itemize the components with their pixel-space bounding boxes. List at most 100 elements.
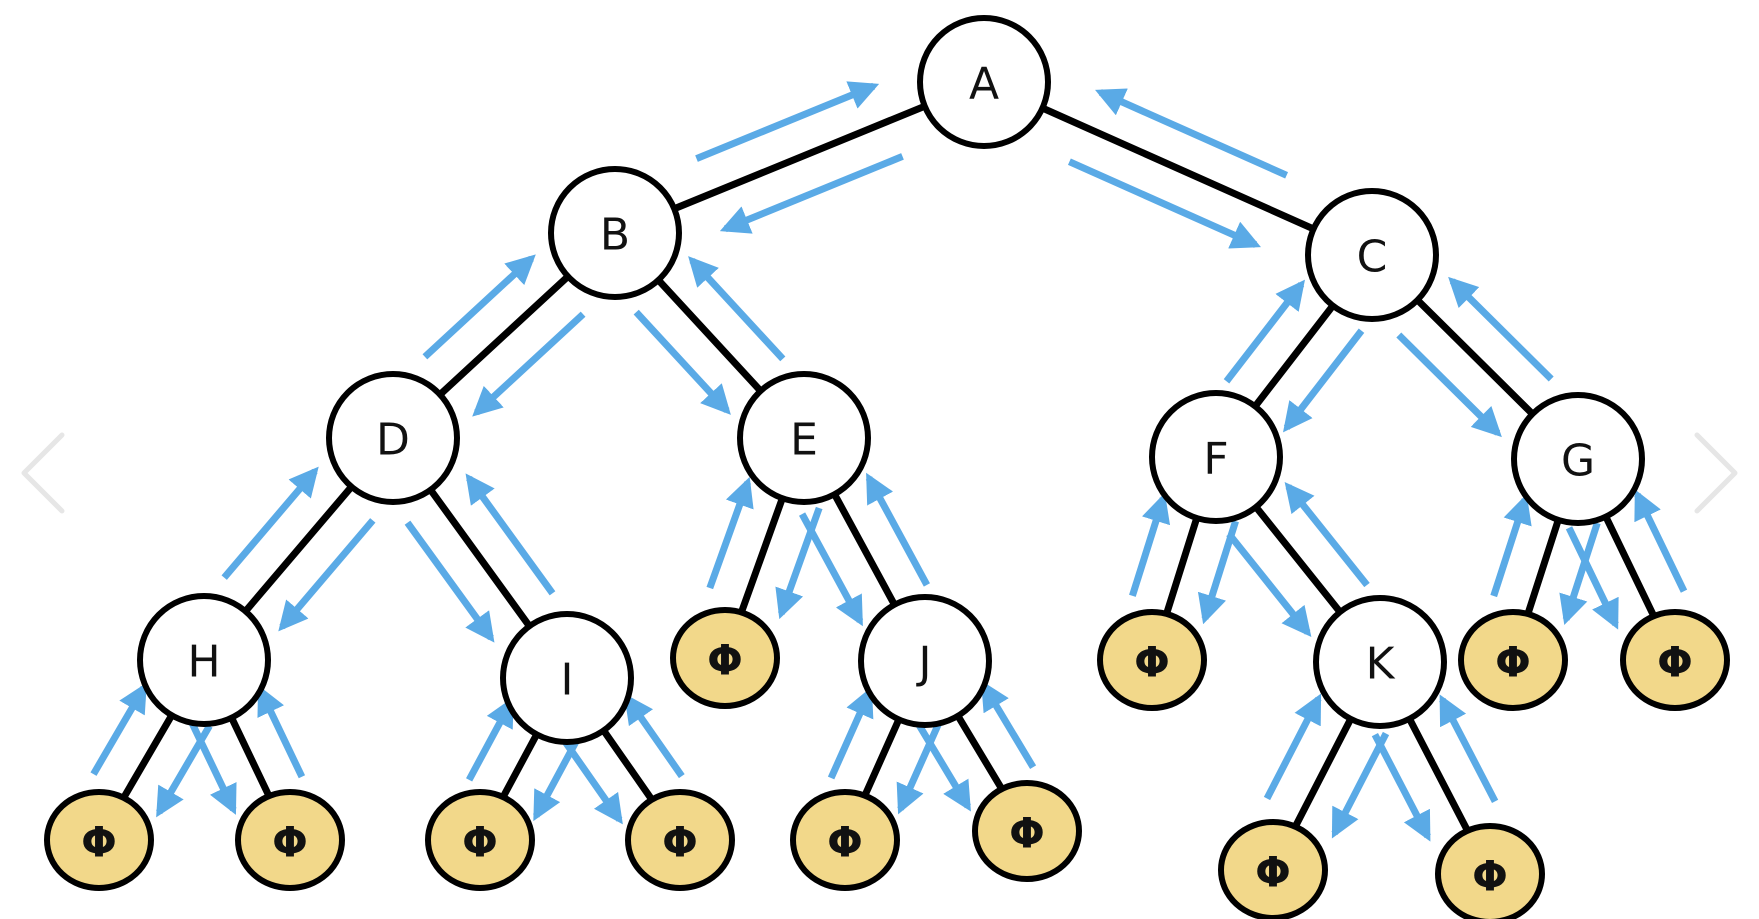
traversal-arrow-up-E-B <box>688 256 786 362</box>
tree-node-D: D <box>326 371 460 505</box>
node-circle <box>1313 595 1447 729</box>
node-circle <box>917 15 1051 149</box>
tree-node-H: H <box>137 593 271 727</box>
traversal-arrow-up-n8-I <box>624 693 685 779</box>
traversal-arrow-up-G-C <box>1448 276 1554 382</box>
tree-node-K: K <box>1313 595 1447 729</box>
traversal-arrow-up-C-A <box>1095 88 1289 179</box>
null-node-label: Φ <box>272 818 308 867</box>
null-node: Φ <box>1458 609 1568 711</box>
traversal-arrow-up-n11-K <box>1263 693 1322 801</box>
node-label: I <box>561 655 574 706</box>
node-label: E <box>790 415 818 466</box>
traversal-arrow-up-H-D <box>221 466 319 580</box>
node-label: F <box>1203 434 1228 485</box>
traversal-arrow-down-E-n1 <box>775 506 823 620</box>
node-label: K <box>1366 639 1396 690</box>
null-node-label: Φ <box>81 818 117 867</box>
traversal-arrow-down-H-n6 <box>188 721 237 815</box>
traversal-arrow-up-B-A <box>695 81 880 162</box>
node-circle <box>737 371 871 505</box>
null-node-label: Φ <box>1472 852 1508 901</box>
traversal-arrow-down-I-n8 <box>562 739 623 825</box>
traversal-arrow-down-C-F <box>1283 328 1365 433</box>
traversal-arrow-up-F-C <box>1223 279 1305 384</box>
traversal-arrow-up-n3-G <box>1490 494 1532 598</box>
tree-node-A: A <box>917 15 1051 149</box>
traversal-arrow-up-n10-J <box>981 680 1037 770</box>
null-node: Φ <box>235 789 345 891</box>
null-node-label: Φ <box>1657 638 1693 687</box>
node-circle <box>1511 392 1645 526</box>
null-node-circle <box>44 789 154 891</box>
null-node-circle <box>1620 609 1730 711</box>
traversal-arrow-down-D-I <box>404 520 495 643</box>
traversal-arrow-down-E-J <box>799 512 864 627</box>
null-node: Φ <box>1435 823 1545 919</box>
traversal-arrow-up-n1-E <box>706 476 754 590</box>
null-node-circle <box>1435 823 1545 919</box>
edge-A-C <box>980 78 1376 259</box>
node-label: C <box>1357 232 1388 283</box>
null-node-circle <box>1097 609 1207 711</box>
node-circle <box>500 611 634 745</box>
traversal-arrow-down-B-E <box>633 309 731 415</box>
null-node-circle <box>425 789 535 891</box>
traversal-arrow-up-K-F <box>1284 482 1370 588</box>
chevron-left-icon[interactable] <box>21 432 65 514</box>
chevron-right-icon[interactable] <box>1694 432 1738 514</box>
null-node: Φ <box>1097 609 1207 711</box>
traversal-arrow-down-F-K <box>1226 531 1312 637</box>
tree-node-I: I <box>500 611 634 745</box>
tree-node-G: G <box>1511 392 1645 526</box>
node-circle <box>1305 188 1439 322</box>
null-node-label: Φ <box>1495 638 1531 687</box>
traversal-arrow-up-n6-H <box>257 685 306 779</box>
null-node: Φ <box>44 789 154 891</box>
node-label: B <box>600 210 630 261</box>
node-circle <box>858 594 992 728</box>
traversal-arrow-down-G-n3 <box>1559 521 1601 625</box>
traversal-arrow-down-J-n9 <box>896 721 943 815</box>
traversal-arrow-up-D-B <box>422 254 536 360</box>
node-label: J <box>916 638 932 689</box>
null-node-circle <box>1458 609 1568 711</box>
traversal-arrow-up-n9-J <box>827 686 874 780</box>
null-node-label: Φ <box>1255 848 1291 897</box>
traversal-arrow-down-A-B <box>719 153 904 234</box>
null-node-circle <box>670 607 780 709</box>
traversal-arrow-down-A-C <box>1067 158 1261 249</box>
null-node-label: Φ <box>707 636 743 685</box>
traversal-arrow-down-K-n12 <box>1371 732 1431 842</box>
traversal-arrow-up-n4-G <box>1634 489 1688 593</box>
null-node: Φ <box>670 607 780 709</box>
null-node-circle <box>972 780 1082 882</box>
null-node-circle <box>790 789 900 891</box>
node-label: D <box>376 415 410 466</box>
tree-node-F: F <box>1149 390 1283 524</box>
traversal-arrow-up-n5-H <box>90 682 147 776</box>
null-node: Φ <box>972 780 1082 882</box>
null-node: Φ <box>1620 609 1730 711</box>
node-circle <box>326 371 460 505</box>
traversal-arrow-down-D-H <box>278 518 376 632</box>
traversal-arrow-up-n12-K <box>1439 694 1499 804</box>
traversal-arrow-down-B-D <box>472 311 586 417</box>
traversal-arrow-down-C-G <box>1396 332 1502 438</box>
node-circle <box>548 166 682 300</box>
node-label: G <box>1561 436 1595 487</box>
tree-node-C: C <box>1305 188 1439 322</box>
traversal-arrow-up-n2-F <box>1129 492 1171 597</box>
null-node: Φ <box>790 789 900 891</box>
null-node-label: Φ <box>662 818 698 867</box>
null-node-circle <box>625 789 735 891</box>
tree-node-J: J <box>858 594 992 728</box>
null-node-label: Φ <box>462 818 498 867</box>
traversal-arrow-down-J-n10 <box>915 722 971 812</box>
traversal-arrow-up-J-E <box>865 472 930 587</box>
node-label: H <box>187 637 220 688</box>
node-circle <box>137 593 271 727</box>
traversal-arrow-up-I-D <box>465 473 556 596</box>
traversal-arrow-up-n7-I <box>466 696 514 782</box>
